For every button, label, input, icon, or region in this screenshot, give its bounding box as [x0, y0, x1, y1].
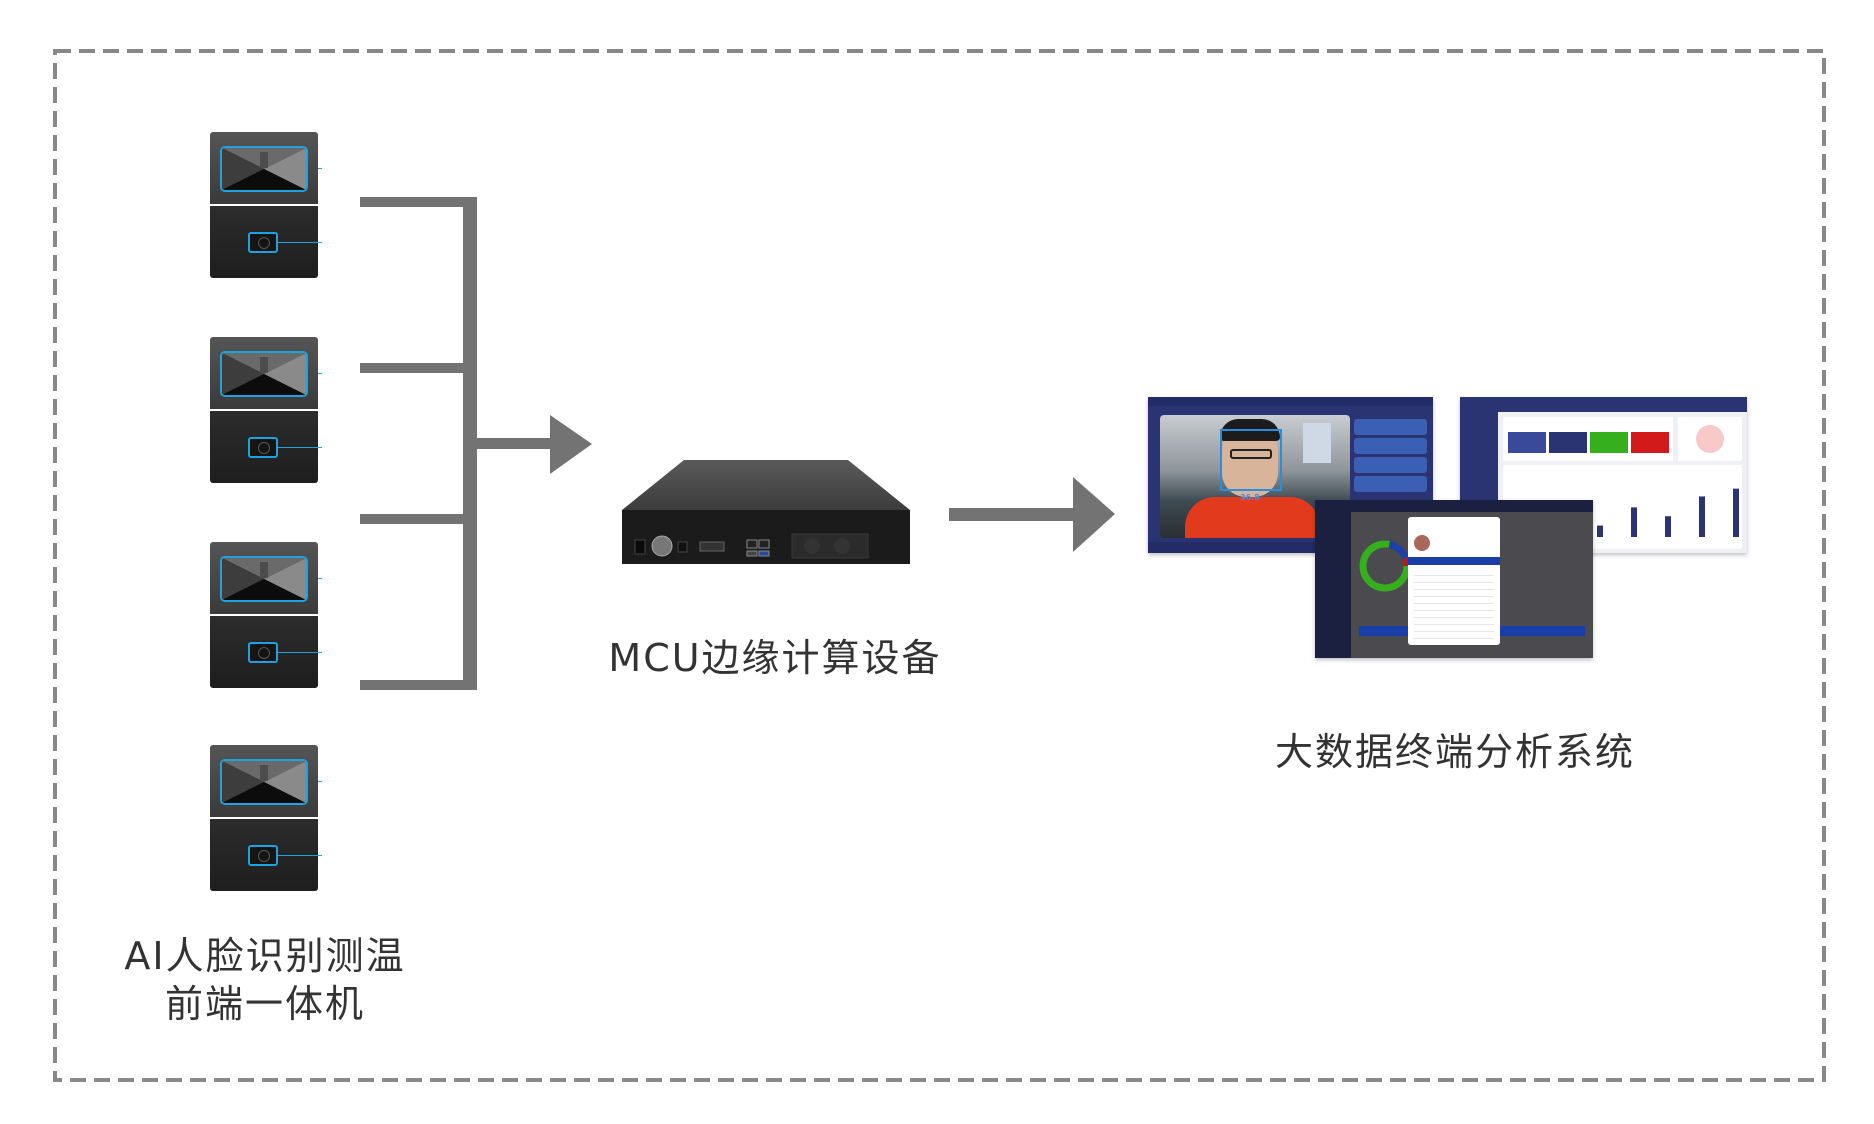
pie-chart [1696, 425, 1724, 453]
recognition-list [1354, 419, 1427, 539]
serial-port-icon [699, 541, 725, 552]
front-end-label-line2: 前端一体机 [164, 982, 365, 1026]
usb-port-icon [758, 550, 770, 557]
vent-fan-icon [834, 538, 850, 554]
camera-header-bar [1148, 397, 1433, 406]
list-item [1354, 476, 1427, 492]
stats-card-panel [1503, 417, 1673, 461]
bar-4 [1665, 516, 1671, 537]
glasses-icon [1230, 449, 1272, 459]
record-modal [1408, 517, 1500, 645]
arrow-2-head [1073, 477, 1115, 552]
thermal-device-2 [210, 337, 322, 483]
stats-header-bar [1460, 397, 1747, 412]
analytics-label: 大数据终端分析系统 [1274, 730, 1635, 774]
camera-footer-bar [1148, 542, 1433, 553]
stat-card-blue [1508, 432, 1546, 453]
arrow-2-shaft [949, 508, 1075, 521]
ethernet-port-icon [746, 539, 758, 549]
donut-segment-3 [1359, 540, 1411, 592]
bar-3 [1631, 507, 1637, 537]
front-end-label: AI人脸识别测温 前端一体机 [100, 932, 430, 1028]
sensor-button-icon [248, 845, 278, 866]
mcu-device [622, 460, 910, 564]
power-socket-icon [634, 539, 646, 555]
usb-port-icon [746, 550, 758, 557]
sensor-button-icon [248, 232, 278, 253]
stat-card-green [1590, 432, 1628, 453]
avatar [1414, 535, 1430, 551]
arrow-1-head [550, 415, 592, 474]
donut-chart [1359, 540, 1411, 592]
bar-6 [1733, 488, 1739, 537]
camera-lens-icon [220, 556, 308, 602]
sensor-button-icon [248, 642, 278, 663]
dashed-border [53, 49, 1826, 1082]
list-item [1354, 419, 1427, 435]
bus-vertical [463, 197, 477, 690]
branch-line-3 [360, 514, 477, 524]
temperature-reading: 36.8 [1240, 493, 1260, 502]
switch-icon [677, 541, 688, 553]
camera-lens-icon [220, 146, 308, 192]
thermal-device-1 [210, 132, 322, 278]
record-view-screenshot [1315, 500, 1593, 658]
thermal-device-3 [210, 542, 322, 688]
branch-line-2 [360, 363, 477, 373]
branch-line-1 [360, 197, 477, 207]
vent-grille [791, 533, 869, 559]
bar-5 [1699, 496, 1705, 537]
vent-fan-icon [804, 538, 820, 554]
camera-lens-icon [220, 759, 308, 805]
mcu-label: MCU边缘计算设备 [608, 636, 942, 680]
modal-list [1414, 569, 1494, 641]
thermal-device-4 [210, 745, 322, 891]
list-item [1354, 457, 1427, 473]
sensor-button-icon [248, 437, 278, 458]
mcu-top-surface [622, 460, 910, 510]
fan-icon [651, 535, 673, 557]
camera-lens-icon [220, 351, 308, 397]
ethernet-port-icon [758, 539, 770, 549]
person-jacket [1185, 497, 1320, 538]
arrow-1-shaft [477, 438, 552, 449]
modal-tab-bar [1408, 557, 1500, 565]
front-end-label-line1: AI人脸识别测温 [124, 934, 406, 978]
pie-panel [1678, 417, 1742, 461]
stat-card-navy [1549, 432, 1587, 453]
record-sidebar [1315, 512, 1351, 658]
stat-card-red [1631, 432, 1669, 453]
branch-line-4 [360, 680, 477, 690]
record-header-bar [1315, 500, 1593, 512]
face-detection-box [1220, 429, 1282, 491]
list-item [1354, 438, 1427, 454]
side-portrait [1303, 423, 1331, 463]
bar-2 [1597, 525, 1603, 537]
